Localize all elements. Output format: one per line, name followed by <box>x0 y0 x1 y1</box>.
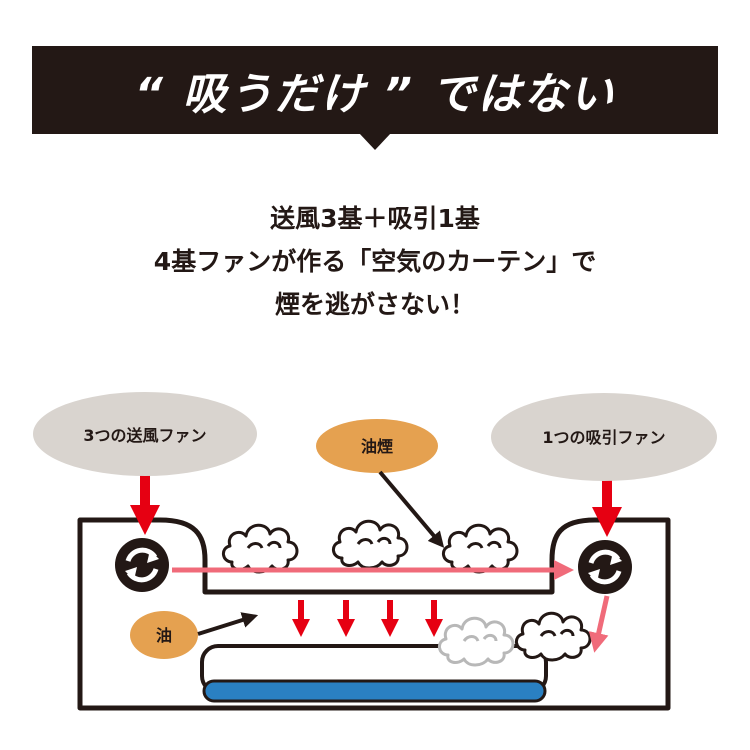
header-banner: “ 吸うだけ ” ではない <box>32 46 718 150</box>
smoke-cloud-icon <box>441 523 519 574</box>
oil-pointer <box>197 612 259 636</box>
smoke-cloud-icon <box>437 616 515 667</box>
smoke-cloud-icon <box>514 611 592 662</box>
suction-fan-bubble <box>491 393 717 481</box>
smoke-cloud-icon <box>331 519 409 570</box>
subtitle-line-1: 送風3基＋吸引1基 <box>270 204 480 233</box>
blow-fans-label: 3つの送風ファン <box>83 426 206 445</box>
oil-bubble <box>130 611 198 659</box>
subtitle-line-3: 煙を逃がさない！ <box>274 290 475 319</box>
rotate-arrows-icon <box>578 540 632 594</box>
smoke-cloud-icon <box>221 523 299 574</box>
oil-smoke-bubble <box>316 419 438 473</box>
exhaust-arrow <box>588 595 610 653</box>
rotate-arrows-icon <box>115 538 169 592</box>
subtitle-block: 送風3基＋吸引1基 4基ファンが作る「空気のカーテン」で 煙を逃がさない！ <box>0 197 750 326</box>
oil-smoke-pointer <box>378 470 445 548</box>
oil-label: 油 <box>156 626 172 645</box>
banner-title: “ 吸うだけ ” ではない <box>134 69 616 120</box>
oil-tray <box>202 679 547 703</box>
oil-smoke-label: 油煙 <box>361 437 393 456</box>
blow-fans-bubble <box>33 392 257 476</box>
banner-pointer <box>359 133 391 150</box>
suction-fan-label: 1つの吸引ファン <box>542 428 665 447</box>
subtitle-line-2: 4基ファンが作る「空気のカーテン」で <box>153 247 597 276</box>
